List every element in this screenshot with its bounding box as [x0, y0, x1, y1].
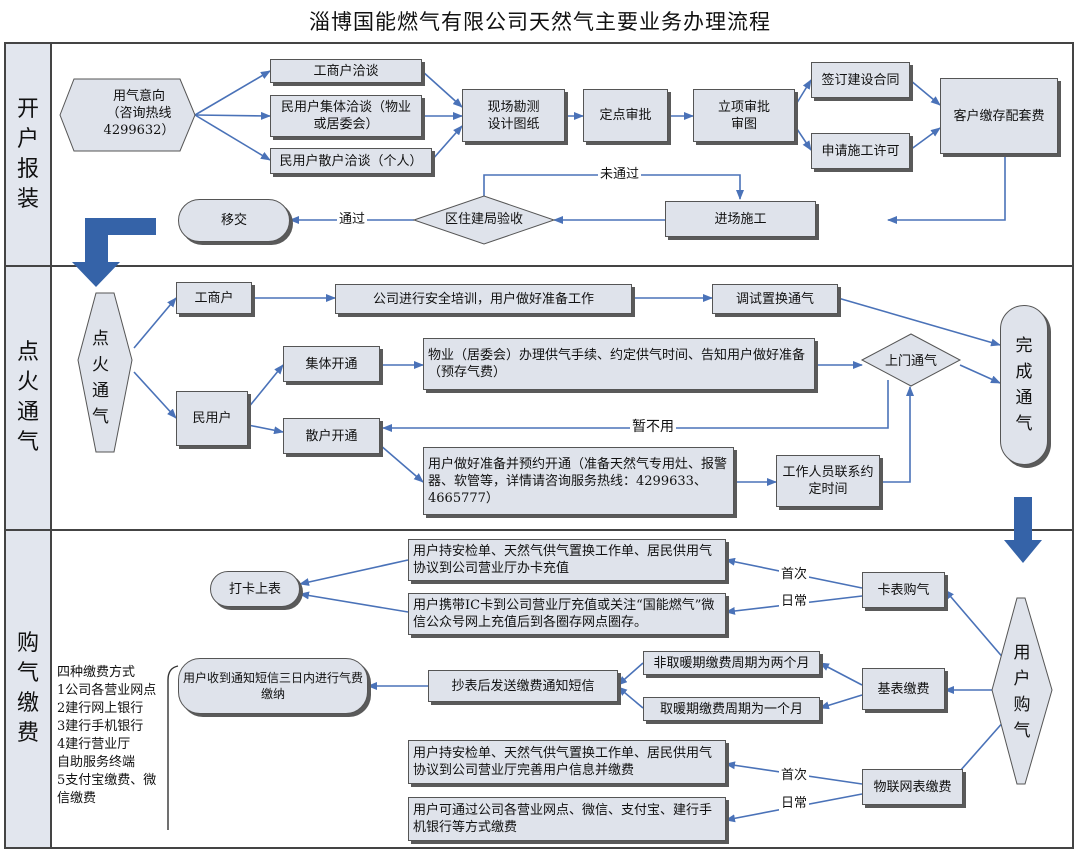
arrow-to-heating: [819, 694, 863, 710]
commercial-talk-box: 工商户洽谈: [270, 59, 422, 83]
permit-box: 申请施工许可: [811, 133, 910, 169]
page-title: 淄博国能燃气有限公司天然气主要业务办理流程: [309, 10, 771, 34]
payment-method-item: 四种缴费方式: [57, 665, 136, 680]
collective-desc-box: 物业（居委会）办理供气手续、约定供气时间、告知用户做好准备（预存气费）: [423, 338, 815, 390]
start-ignite-shape: [77, 292, 133, 453]
collective-box: 集体开通: [283, 346, 380, 382]
methods-bracket: [167, 665, 179, 830]
arrow-to-commercial-talk: [194, 70, 271, 116]
iot-daily-label: 日常: [779, 796, 810, 812]
arrow-individual-to-survey: [431, 125, 463, 161]
arrow-contact-to-visit: [880, 386, 914, 483]
project-approval-box: 立项审批 审图: [693, 89, 795, 142]
individual-talk-box: 民用户散户洽谈（个人）: [270, 148, 432, 174]
done-box: 完成通气: [1000, 305, 1048, 465]
pay-in-box: 用户收到通知短信三日内进行气费缴纳: [178, 658, 368, 714]
hotline-hexagon: [59, 78, 196, 152]
iot-daily-box: 用户可通过公司各营业网点、微信、支付宝、建行手机银行等方式缴费: [408, 797, 726, 841]
payment-methods: 四种缴费方式 1公司各营业网点 2建行网上银行 3建行手机银行 4建行营业厅自助服务终端…: [57, 664, 169, 808]
payment-method-item: 5支付宝缴费、微: [57, 773, 157, 788]
base-meter-box: 基表缴费: [862, 668, 945, 710]
arrow-to-collective: [247, 364, 284, 409]
arrow-to-collective-talk: [194, 111, 271, 120]
construction-box: 进场施工: [665, 201, 816, 237]
payment-method-item: 信缴费: [57, 791, 97, 806]
survey-box: 现场勘测 设计图纸: [462, 89, 565, 142]
card-first-box: 用户持安检单、天然气供气置换工作单、居民供用气协议到公司营业厅办卡充值: [408, 539, 726, 581]
debug-box: 调试置换通气: [712, 284, 838, 314]
arrow-to-individual: [247, 424, 284, 435]
arrow-to-contract: [794, 79, 812, 107]
commercial-box: 工商户: [176, 282, 252, 314]
card-daily-label: 日常: [779, 594, 810, 610]
start-ignite-label: 点火通气: [92, 329, 109, 427]
lane-label-text: 点火通气: [16, 340, 39, 455]
lane-label-text: 购气缴费: [16, 631, 39, 746]
arrow-nonheat-to-sms: [617, 662, 644, 686]
start-ignite-text: 点火通气: [92, 326, 109, 430]
individual-box: 散户开通: [283, 418, 380, 454]
pass-label: 通过: [337, 212, 368, 228]
site-approval-box: 定点审批: [583, 89, 668, 142]
user-buy-shape: [991, 597, 1053, 785]
arrow-contract-to-fee: [909, 79, 941, 106]
arrow-to-non-heating: [819, 662, 863, 686]
lane-label-pay: 购气缴费: [4, 529, 52, 849]
acceptance-text: 区住建局验收: [444, 212, 523, 227]
training-box: 公司进行安全培训，用户做好准备工作: [335, 284, 632, 314]
iot-first-label: 首次: [779, 768, 810, 784]
arrow-daily-to-checkin: [299, 591, 409, 613]
payment-method-item: 自助服务终端: [57, 755, 136, 770]
pause-label: 暂不用: [630, 419, 676, 435]
card-daily-box: 用户携带IC卡到公司营业厅充值或关注“国能燃气”微信公众号网上充值后到各圈存网点…: [408, 593, 726, 635]
check-in-box: 打卡上表: [210, 571, 300, 607]
lane-label-open: 开户报装: [4, 42, 52, 267]
arrow-to-residential: [133, 371, 177, 419]
big-arrow-lane2-to-lane3: [1004, 497, 1042, 563]
arrow-commercial-to-survey: [421, 70, 463, 108]
visit-diamond: [860, 333, 962, 387]
arrow-to-card-meter: [944, 589, 1006, 661]
non-heating-box: 非取暖期缴费周期为两个月: [643, 651, 820, 675]
handover-box: 移交: [178, 199, 290, 242]
arrow-to-individual-talk: [194, 114, 271, 161]
arrow-first-to-checkin: [299, 559, 409, 586]
arrow-debug-to-done: [837, 297, 1001, 347]
done-label: 完成通气: [1015, 336, 1033, 434]
big-arrow-lane1-to-lane2: [72, 218, 156, 287]
not-pass-label: 未通过: [598, 167, 642, 183]
visit-text: 上门通气: [884, 354, 937, 369]
lane-label-text: 开户报装: [16, 96, 39, 212]
iot-meter-box: 物联网表缴费: [862, 769, 963, 805]
collective-talk-box: 民用户集体洽谈（物业或居委会）: [270, 95, 422, 137]
residential-box: 民用户: [176, 391, 248, 446]
user-buy-label: 用户购气: [1013, 643, 1031, 741]
contact-box: 工作人员联系约定时间: [776, 455, 880, 507]
payment-methods-list: 四种缴费方式 1公司各营业网点 2建行网上银行 3建行手机银行 4建行营业厅自助服务终端…: [57, 664, 169, 808]
hotline-text: 用气意向 （咨询热线 4299632）: [103, 89, 175, 138]
acceptance-diamond: [412, 195, 556, 245]
iot-first-box: 用户持安检单、天然气供气置换工作单、居民供用气协议到公司营业厅完善用户信息并缴费: [408, 740, 726, 784]
arrow-fee-to-construction: [887, 155, 1006, 224]
arrow-heat-to-sms: [617, 686, 644, 709]
arrow-visit-to-done: [959, 364, 1001, 384]
individual-desc-box: 用户做好准备并预约开通（准备天然气专用灶、报警器、软管等，详情请咨询服务热线：4…: [423, 447, 734, 515]
card-meter-box: 卡表购气: [862, 572, 945, 608]
payment-method-item: 4建行营业厅: [57, 737, 131, 752]
payment-method-item: 2建行网上银行: [57, 701, 144, 716]
payment-method-item: 3建行手机银行: [57, 719, 144, 734]
arrow-to-commercial: [133, 297, 177, 349]
heating-box: 取暖期缴费周期为一个月: [643, 697, 820, 721]
arrow-pause: [382, 380, 889, 432]
arrow-permit-to-fee: [909, 127, 941, 151]
payment-method-item: 1公司各营业网点: [57, 683, 157, 698]
sms-box: 抄表后发送缴费通知短信: [428, 670, 618, 702]
arrow-individual-to-desc: [379, 444, 424, 483]
contract-box: 签订建设合同: [811, 62, 910, 98]
arrow-to-permit: [794, 125, 812, 151]
card-first-label: 首次: [779, 567, 810, 583]
fee-box: 客户缴存配套费: [940, 78, 1058, 154]
user-buy-text: 用户购气: [1013, 640, 1031, 744]
